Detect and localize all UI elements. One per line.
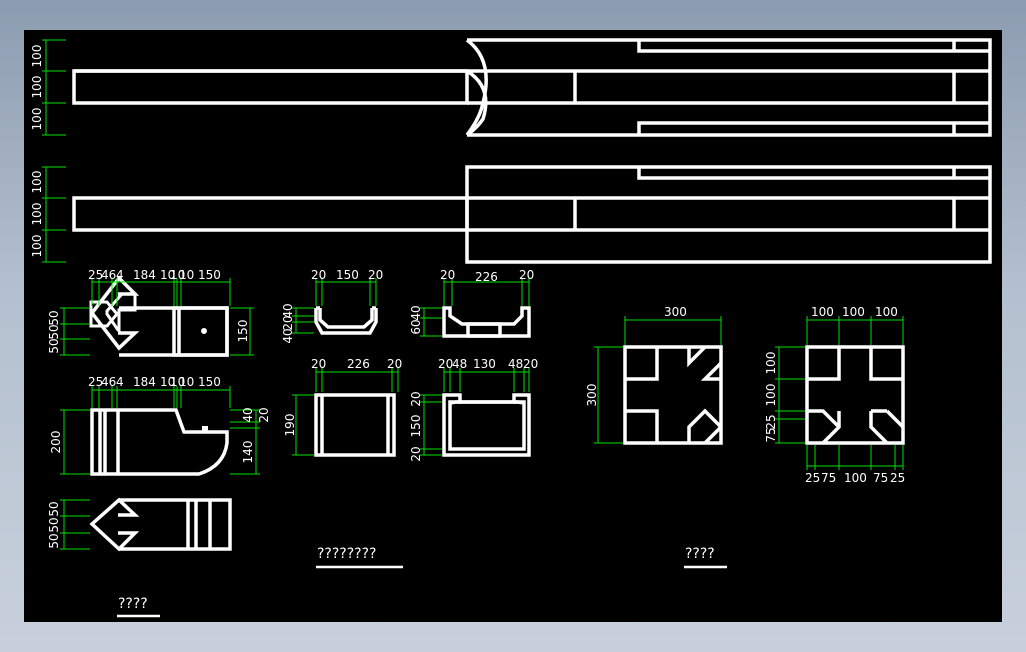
dim-label: 100 (764, 384, 778, 407)
cad-drawing: 100 100 100 100 100 100 (30, 38, 992, 618)
dim-label: 20 (281, 315, 295, 330)
mid-bot-right-dims: 20 48 130 48 20 20 150 20 (409, 357, 538, 462)
mid-top-right-dims: 20 226 20 40 60 (409, 268, 534, 337)
dim-label: 25 (88, 268, 103, 282)
dim-label: 100 (811, 305, 834, 319)
dim-label: 10 (170, 268, 185, 282)
dim-label: 50 (47, 310, 61, 325)
top-view-2 (72, 165, 992, 264)
detail-c (89, 497, 232, 552)
mid-top-left (314, 306, 378, 335)
dim-label: 150 (198, 375, 221, 389)
dim-label: 40 (281, 328, 295, 343)
square-a-dims: 300 300 (585, 305, 722, 444)
dim-label: 20 (519, 268, 534, 282)
dim-label: 40 (409, 305, 423, 320)
dim-label: 50 (47, 517, 61, 532)
dim-label: 25 (805, 471, 820, 485)
mid-top-right (442, 306, 531, 338)
dim-label: 100 (30, 171, 44, 194)
dim-label: 20 (438, 357, 453, 371)
dim-label: 20 (257, 407, 271, 422)
dim-label: 20 (409, 391, 423, 406)
dim-label: 184 (133, 375, 156, 389)
dim-label: 20 (387, 357, 402, 371)
dim-label: 40 (281, 303, 295, 318)
dim-label: 4 (116, 375, 124, 389)
dim-label: 150 (198, 268, 221, 282)
dim-label: 200 (49, 431, 63, 454)
dim-label: 50 (47, 533, 61, 548)
dim-label: 60 (409, 319, 423, 334)
dim-label: 25 (88, 375, 103, 389)
square-b (805, 345, 905, 445)
top-view-1 (72, 38, 992, 137)
dim-label: 10 (179, 375, 194, 389)
detail-a (89, 275, 229, 357)
view-title-middle: ???????? (317, 546, 376, 562)
dim-label: 10 (160, 268, 175, 282)
dim-label: 100 (875, 305, 898, 319)
dim-label: 50 (47, 338, 61, 353)
dim-label: 100 (30, 45, 44, 68)
drawing-canvas: 100 100 100 100 100 100 (24, 30, 1002, 622)
detail-b-dims: 25 46 4 184 10 10 10 150 200 40 20 140 (49, 375, 271, 475)
dim-label: 150 (409, 415, 423, 438)
view-title-right: ???? (685, 546, 715, 562)
detail-a-dims: 25 46 4 184 10 10 10 150 50 50 50 150 (47, 268, 254, 356)
dim-label: 10 (160, 375, 175, 389)
dim-label: 190 (283, 414, 297, 437)
view-titles: ???????? ???? ???? (117, 546, 727, 618)
dim-label: 184 (133, 268, 156, 282)
top-view-2-dims: 100 100 100 (30, 166, 66, 263)
dim-label: 50 (47, 501, 61, 516)
dim-label: 140 (241, 441, 255, 464)
mid-top-left-dims: 20 150 20 40 20 40 (281, 268, 383, 344)
dim-label: 150 (236, 320, 250, 343)
dim-label: 48 (452, 357, 467, 371)
dim-label: 20 (523, 357, 538, 371)
dim-label: 20 (368, 268, 383, 282)
dim-label: 130 (473, 357, 496, 371)
detail-c-dims: 50 50 50 (47, 499, 90, 550)
dim-label: 10 (179, 268, 194, 282)
dim-label: 4 (116, 268, 124, 282)
dim-label: 75 (764, 427, 778, 442)
dim-label: 75 (821, 471, 836, 485)
dim-label: 226 (347, 357, 370, 371)
dim-label: 20 (440, 268, 455, 282)
dim-label: 150 (336, 268, 359, 282)
mid-bot-left (314, 393, 396, 457)
dim-label: 25 (764, 414, 778, 429)
dim-label: 300 (585, 384, 599, 407)
dim-label: 25 (890, 471, 905, 485)
dim-label: 20 (311, 357, 326, 371)
dim-label: 75 (873, 471, 888, 485)
dim-label: 20 (409, 446, 423, 461)
dim-label: 226 (475, 270, 498, 284)
dim-label: 50 (47, 324, 61, 339)
dim-label: 20 (311, 268, 326, 282)
top-view-1-dims: 100 100 100 (30, 39, 66, 136)
dim-label: 100 (764, 352, 778, 375)
dim-label: 46 (101, 268, 116, 282)
dim-label: 300 (664, 305, 687, 319)
dim-label: 100 (30, 76, 44, 99)
square-b-dims: 100 100 100 100 100 25 75 25 75 100 75 2… (764, 305, 905, 485)
mid-bot-left-dims: 20 226 20 190 (283, 357, 402, 456)
dim-label: 100 (842, 305, 865, 319)
square-a (623, 345, 723, 445)
dim-label: 100 (30, 235, 44, 258)
dim-label: 40 (241, 407, 255, 422)
detail-b (90, 408, 229, 476)
dim-label: 46 (101, 375, 116, 389)
dim-label: 100 (30, 203, 44, 226)
dim-label: 10 (170, 375, 185, 389)
dim-label: 48 (508, 357, 523, 371)
mid-bot-right (442, 393, 531, 457)
view-title-left: ???? (118, 596, 148, 612)
dim-label: 100 (30, 108, 44, 131)
dim-label: 100 (844, 471, 867, 485)
